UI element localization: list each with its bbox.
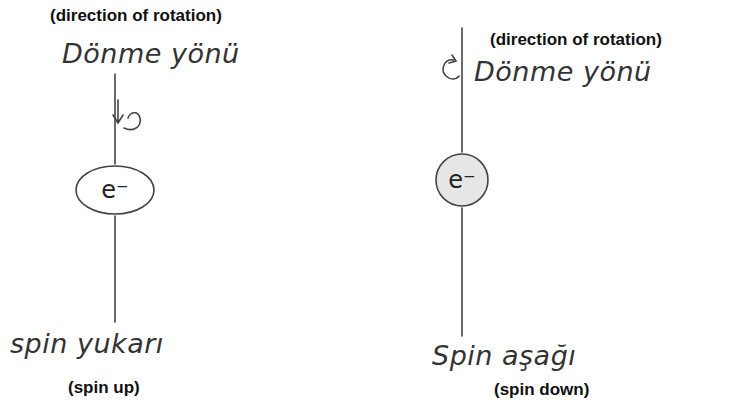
translation-label: (spin down) <box>494 380 589 400</box>
translation-label: (direction of rotation) <box>490 30 662 50</box>
rotation-arrow <box>113 100 123 123</box>
handwritten-label: Dönme yönü <box>474 56 652 87</box>
spin-axis <box>461 28 463 152</box>
translation-label: (spin up) <box>68 378 140 398</box>
spin-axis <box>114 216 116 322</box>
electron-symbol: e⁻ <box>101 176 128 204</box>
rotation-curl <box>124 113 140 130</box>
spin-axis <box>461 208 463 336</box>
rotation-arrow <box>449 55 456 63</box>
electron-ellipse: e⁻ <box>75 165 155 215</box>
electron-circle: e⁻ <box>435 153 489 207</box>
handwritten-label: Spin aşağı <box>432 340 576 371</box>
handwritten-label: spin yukarı <box>10 328 164 359</box>
electron-symbol: e⁻ <box>448 166 475 194</box>
translation-label: (direction of rotation) <box>50 6 222 26</box>
handwritten-label: Dönme yönü <box>62 38 240 69</box>
